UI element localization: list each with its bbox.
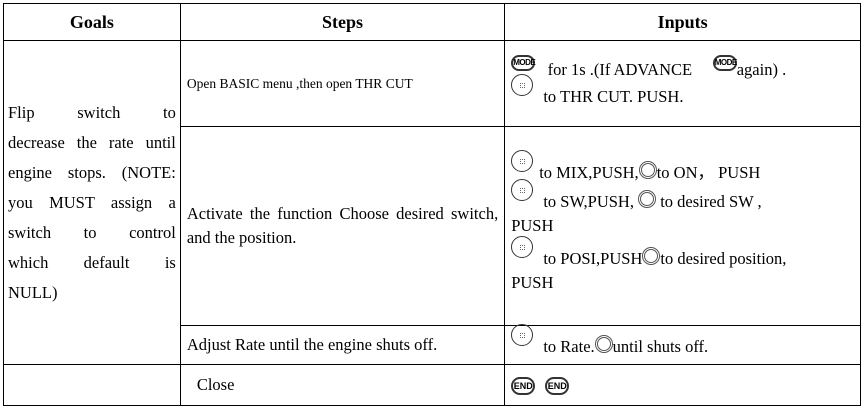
dpad-icon xyxy=(511,74,534,96)
inputs-cell: to Rate. until shuts off. xyxy=(504,323,861,365)
dial-icon xyxy=(642,246,661,265)
dpad-icon xyxy=(511,323,534,346)
dpad-icon xyxy=(511,235,534,258)
goal-line: Flip switch to xyxy=(8,102,176,122)
table-row: Close END END xyxy=(3,364,861,406)
input-text: to THR CUT. PUSH. xyxy=(543,87,684,106)
mode-button-icon: MODE xyxy=(511,55,536,72)
goal-line: you MUST assign a xyxy=(8,192,176,212)
table-row: Activate the function Choose desired swi… xyxy=(4,126,861,326)
input-text: to SW,PUSH, xyxy=(543,191,634,211)
dpad-icon xyxy=(511,149,534,172)
inputs-cell: END END xyxy=(504,364,861,406)
input-text: to desired SW , xyxy=(660,191,762,211)
input-text: for 1s .(If ADVANCE xyxy=(547,60,693,79)
input-text: PUSH xyxy=(511,272,554,292)
input-text: PUSH xyxy=(511,215,554,235)
input-text: to MIX,PUSH, xyxy=(539,162,639,182)
inputs-cell: MODE for 1s .(If ADVANCE MODEagain) . to… xyxy=(504,40,861,127)
step-cell: Adjust Rate until the engine shuts off. xyxy=(179,325,506,365)
goal-line: switch to control xyxy=(8,222,176,242)
mode-button-icon: MODE xyxy=(712,55,737,72)
input-text: to POSI,PUSH xyxy=(543,248,643,268)
input-text: again) . xyxy=(736,60,787,79)
empty-goal-cell xyxy=(3,364,181,406)
goals-steps-inputs-table: Goals Steps Inputs Flip switch to decrea… xyxy=(3,3,861,406)
table-row: Adjust Rate until the engine shuts off. … xyxy=(4,323,861,365)
goal-line: NULL) xyxy=(8,282,58,302)
dial-icon xyxy=(594,334,613,353)
goal-cell: Flip switch to decrease the rate until e… xyxy=(3,40,181,365)
header-row: Goals Steps Inputs xyxy=(3,3,861,41)
header-goals: Goals xyxy=(3,3,181,41)
dial-icon xyxy=(638,160,657,179)
goal-line: which default is xyxy=(8,252,176,272)
step-cell: Close xyxy=(179,364,506,406)
header-inputs: Inputs xyxy=(504,3,861,41)
input-text: to Rate. xyxy=(543,336,595,356)
dpad-icon xyxy=(511,178,534,201)
dial-icon xyxy=(638,189,657,208)
end-button-icon: END xyxy=(511,377,536,396)
end-button-icon: END xyxy=(545,377,570,396)
inputs-cell: to MIX,PUSH, to ON， PUSH to SW,PUSH, to d… xyxy=(504,126,861,326)
header-steps: Steps xyxy=(179,3,506,41)
input-text: to desired position, xyxy=(660,248,787,268)
input-text: to ON， PUSH xyxy=(656,162,761,182)
step-cell: Open BASIC menu ,then open THR CUT xyxy=(179,40,506,127)
table-row: Flip switch to decrease the rate until e… xyxy=(3,40,861,365)
step-cell: Activate the function Choose desired swi… xyxy=(179,126,506,326)
input-text: until shuts off. xyxy=(612,336,709,356)
goal-line: decrease the rate until xyxy=(8,132,176,152)
goal-line: engine stops. (NOTE: xyxy=(8,162,176,182)
